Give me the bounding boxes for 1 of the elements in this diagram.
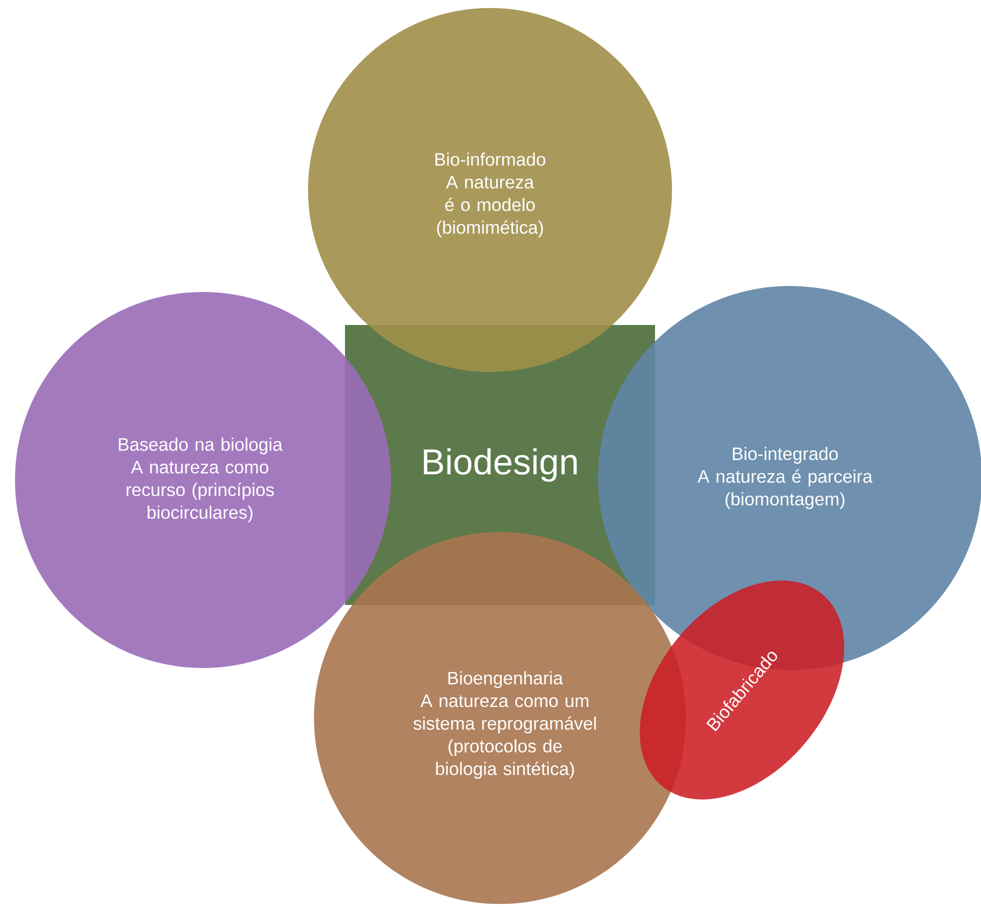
center-label: Biodesign bbox=[424, 448, 577, 482]
